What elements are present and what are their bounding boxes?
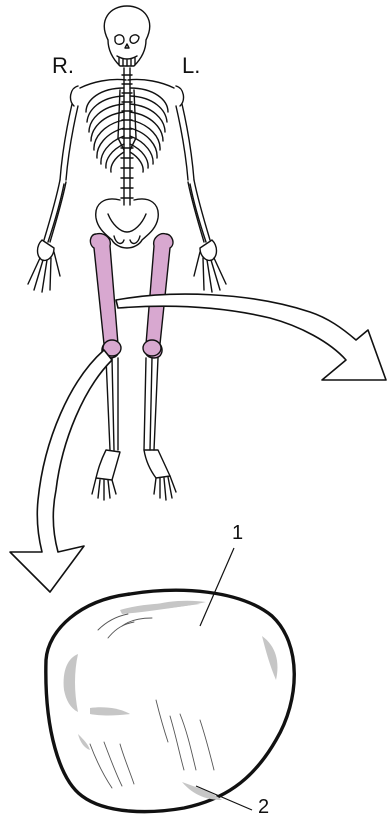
callout-2: 2 xyxy=(258,796,269,819)
rib-cage xyxy=(86,88,168,172)
right-femur xyxy=(90,234,119,358)
left-arm xyxy=(176,104,226,292)
callout-1: 1 xyxy=(232,522,243,545)
skull xyxy=(104,6,149,66)
right-side-label: R. xyxy=(52,53,74,79)
curved-arrow-down-icon xyxy=(10,350,112,592)
right-arm xyxy=(28,104,78,292)
patella-detail-icon xyxy=(46,548,294,812)
left-side-label: L. xyxy=(182,53,200,79)
skeleton-icon xyxy=(28,6,226,292)
